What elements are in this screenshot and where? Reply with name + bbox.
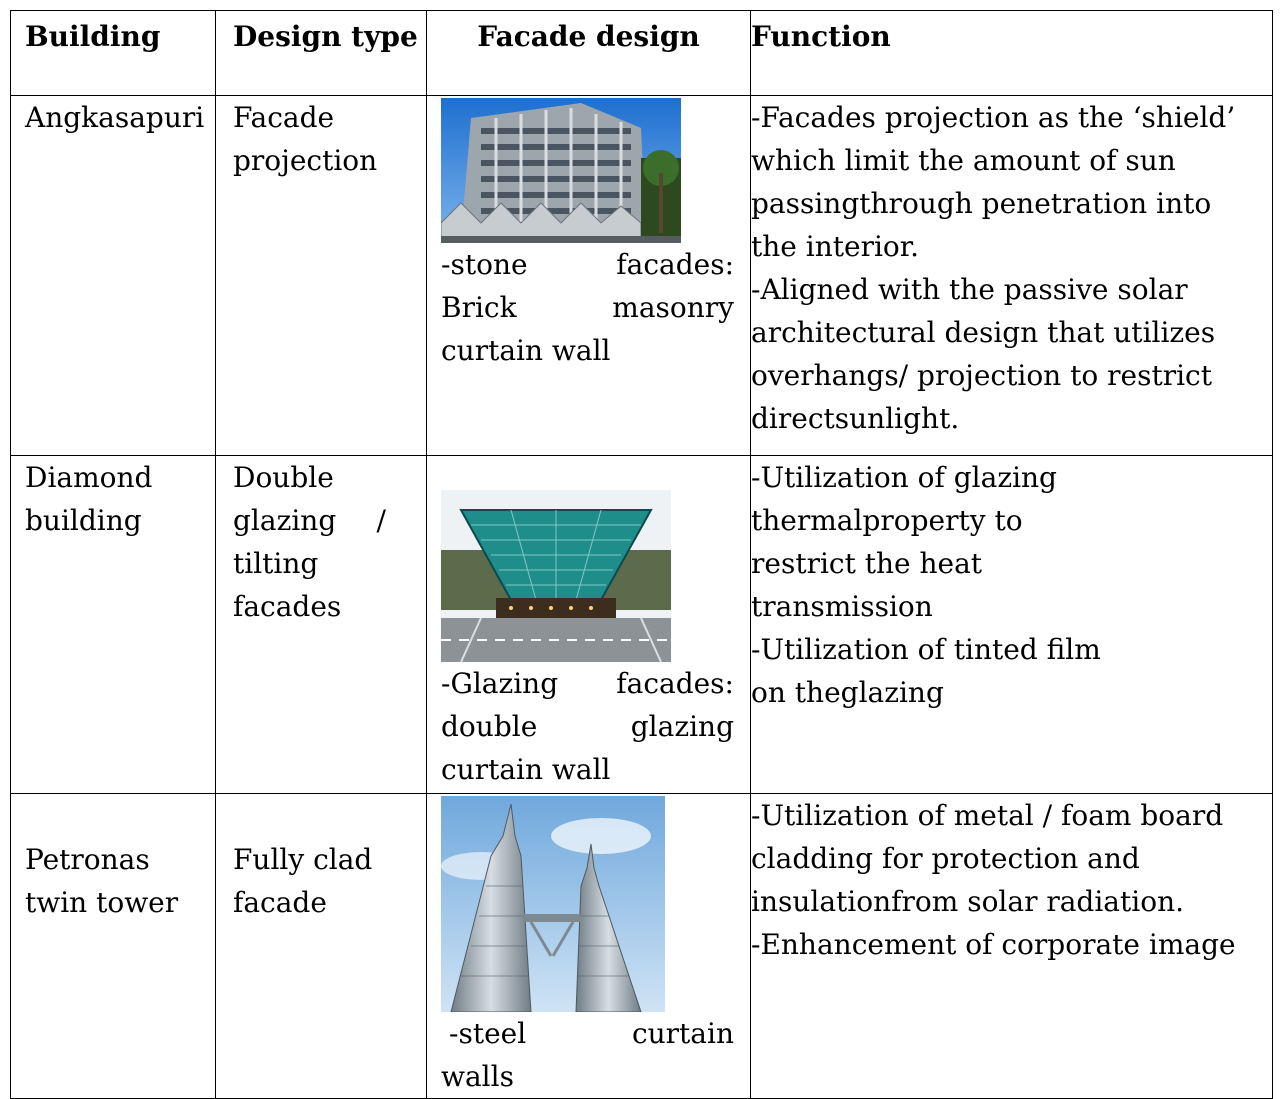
design-type-cell: Fully clad facade	[215, 793, 427, 1099]
design-type-line: tilting	[233, 547, 319, 580]
angkasapuri-building-photo	[441, 98, 681, 243]
design-type-line: facade	[233, 886, 327, 919]
function-line: architectural design that utilizes	[751, 316, 1216, 349]
function-line: cladding for protection and	[751, 842, 1140, 875]
table-row: Petronas twin tower Fully clad facade	[10, 793, 1273, 1099]
facade-design-cell: -Glazing facades: double glazing curtain…	[426, 455, 751, 794]
header-function: Function	[750, 10, 1273, 96]
building-cell: Petronas twin tower	[10, 793, 216, 1099]
function-line: -Aligned with the passive solar	[751, 273, 1188, 306]
design-type-line: glazing /	[233, 504, 386, 537]
header-design-type-text: Design type	[233, 20, 418, 53]
facade-design-cell: -steel curtain walls	[426, 793, 751, 1099]
function-cell: -Utilization of glazing thermalproperty …	[750, 455, 1273, 794]
facade-design-cell: -stone facades: Brick masonry curtain wa…	[426, 95, 751, 456]
function-line: passingthrough penetration into	[751, 187, 1212, 220]
function-line: transmission	[751, 590, 933, 623]
function-line: -Enhancement of corporate image	[751, 928, 1236, 961]
function-line: -Utilization of glazing	[751, 461, 1057, 494]
diamond-building-photo	[441, 490, 671, 662]
petronas-twin-tower-photo	[441, 796, 665, 1012]
table-row: Angkasapuri Facade projection	[10, 95, 1273, 456]
building-cell: Diamond building	[10, 455, 216, 794]
building-name-line: Diamond	[25, 461, 153, 494]
design-type-line: Fully clad	[233, 843, 373, 876]
facade-caption-line: curtain wall	[441, 753, 611, 786]
building-name-line: Petronas	[25, 843, 150, 876]
building-name-line: building	[25, 504, 142, 537]
design-type-cell: Double glazing / tilting facades	[215, 455, 427, 794]
function-cell: -Facades projection as the ‘shield’ whic…	[750, 95, 1273, 456]
facade-caption-line: double glazing	[441, 710, 734, 743]
table-row: Diamond building Double glazing / tiltin…	[10, 455, 1273, 794]
table-header-row: Building Design type Facade design Funct…	[10, 10, 1273, 96]
function-line: on theglazing	[751, 676, 944, 709]
design-type-text: Facade projection	[233, 101, 378, 177]
function-line: restrict the heat	[751, 547, 983, 580]
facade-caption-line: -steel curtain	[449, 1017, 734, 1050]
header-building: Building	[10, 10, 216, 96]
facade-caption-line: -Glazing facades:	[441, 667, 734, 700]
function-line: overhangs/ projection to restrict	[751, 359, 1212, 392]
function-line: thermalproperty to	[751, 504, 1023, 537]
design-type-line: Double	[233, 461, 334, 494]
facade-comparison-table: Building Design type Facade design Funct…	[10, 10, 1273, 1099]
function-cell: -Utilization of metal / foam board cladd…	[750, 793, 1273, 1099]
building-name-line: twin tower	[25, 886, 179, 919]
header-facade-design: Facade design	[426, 10, 751, 96]
facade-caption-line: -stone facades:	[441, 248, 734, 281]
building-cell: Angkasapuri	[10, 95, 216, 456]
facade-caption-line: walls	[441, 1060, 514, 1093]
function-line: -Utilization of metal / foam board	[751, 799, 1224, 832]
design-type-line: facades	[233, 590, 342, 623]
function-line: -Facades projection as the ‘shield’	[751, 101, 1236, 134]
facade-caption-line: curtain wall	[441, 334, 611, 367]
function-line: -Utilization of tinted film	[751, 633, 1101, 666]
function-line: the interior.	[751, 230, 919, 263]
building-name: Angkasapuri	[25, 101, 205, 134]
function-line: insulationfrom solar radiation.	[751, 885, 1185, 918]
function-line: directsunlight.	[751, 402, 960, 435]
function-line: which limit the amount of sun	[751, 144, 1176, 177]
design-type-cell: Facade projection	[215, 95, 427, 456]
header-design-type: Design type	[215, 10, 427, 96]
facade-caption-line: Brick masonry	[441, 291, 734, 324]
